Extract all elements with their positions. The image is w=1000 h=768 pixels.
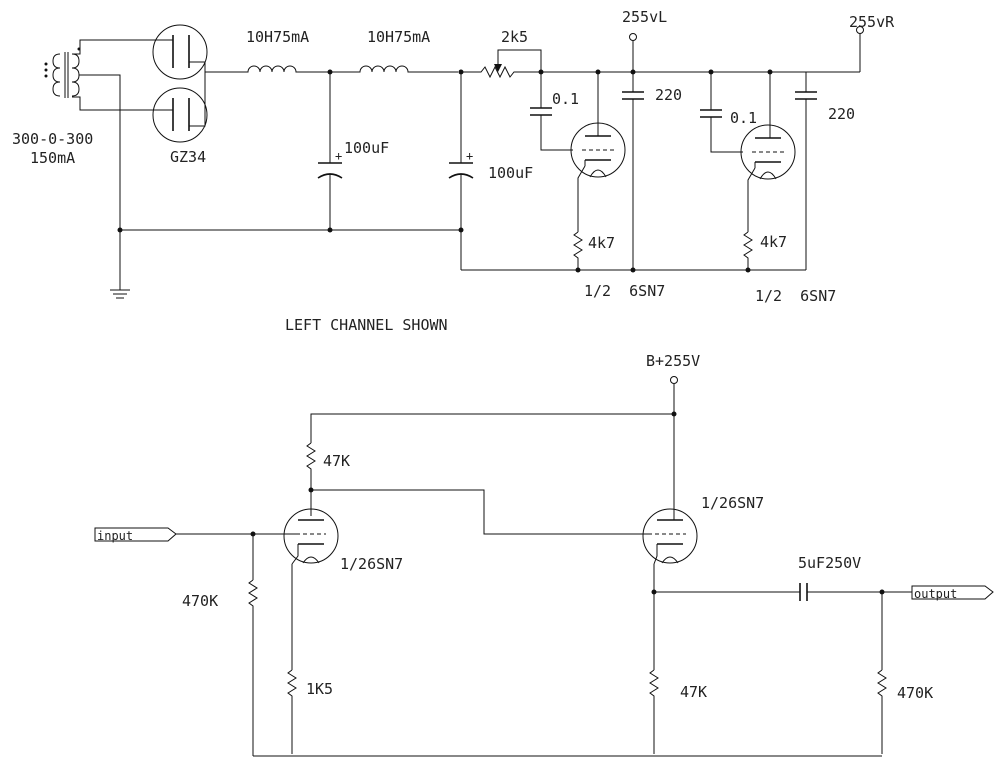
cathode-res-label: 1K5 [306, 680, 333, 698]
plate-res-label: 47K [323, 452, 350, 470]
left-cap-big-label: 220 [655, 86, 682, 104]
left-tube-label: 1/2 6SN7 [584, 282, 665, 300]
grid-resistor-470k [248, 534, 258, 756]
potentiometer-2k5 [461, 49, 548, 79]
transformer-label: 300-0-300 [12, 130, 93, 148]
left-cap-0.1 [530, 72, 573, 151]
cap2-label: 100uF [488, 164, 533, 182]
power-transformer [44, 39, 165, 290]
right-cap-small-label: 0.1 [730, 109, 757, 127]
choke-1 [238, 65, 330, 73]
right-cap-0.1 [700, 72, 743, 153]
input-label: input [97, 529, 133, 543]
left-resistor-4k7 [573, 231, 583, 270]
filter-capacitor-1: + [317, 72, 343, 230]
right-cap-big-label: 220 [828, 105, 855, 123]
channel-note: LEFT CHANNEL SHOWN [285, 316, 448, 334]
power-supply-section: + + [12, 8, 895, 334]
output-label: output [914, 587, 957, 601]
choke-2 [330, 65, 458, 73]
cathode-res2-label: 47K [680, 683, 707, 701]
cathode-resistor-1k5 [287, 564, 297, 754]
tube2-label: 1/26SN7 [701, 494, 764, 512]
left-res-label: 4k7 [588, 234, 615, 252]
rectifier-tube [152, 24, 238, 143]
right-regulator-tube [740, 72, 796, 232]
load-res-label: 470K [897, 684, 933, 702]
plate-resistor-47k [306, 442, 316, 491]
rectifier-label: GZ34 [170, 148, 206, 166]
right-resistor-4k7 [743, 231, 753, 270]
left-regulator-tube [570, 72, 626, 232]
rail-right-label: 255vR [849, 13, 895, 31]
right-cap-220 [795, 72, 817, 270]
cap1-label: 100uF [344, 139, 389, 157]
supply-label: B+255V [646, 352, 700, 370]
filter-capacitor-2: + [448, 72, 474, 270]
svg-text:+: + [335, 149, 342, 163]
left-cap-small-label: 0.1 [552, 90, 579, 108]
input-port: input [94, 527, 296, 543]
choke1-label: 10H75mA [246, 28, 309, 46]
transformer-current-label: 150mA [30, 149, 75, 167]
output-tube [642, 496, 698, 565]
amplifier-section: input [94, 352, 994, 757]
coupling-capacitor [799, 583, 808, 601]
right-res-label: 4k7 [760, 233, 787, 251]
rail-left-label: 255vL [622, 8, 667, 26]
right-tube-label: 1/2 6SN7 [755, 287, 836, 305]
grid-res-label: 470K [182, 592, 218, 610]
svg-text:+: + [466, 149, 473, 163]
tube1-label: 1/26SN7 [340, 555, 403, 573]
cathode-resistor-47k [649, 669, 659, 754]
output-port: output [911, 585, 994, 601]
choke2-label: 10H75mA [367, 28, 430, 46]
coupling-cap-label: 5uF250V [798, 554, 861, 572]
input-tube [283, 508, 339, 565]
pot-label: 2k5 [501, 28, 528, 46]
load-resistor-470k [877, 592, 887, 754]
left-cap-220 [622, 72, 644, 270]
ground-symbol [110, 289, 130, 299]
